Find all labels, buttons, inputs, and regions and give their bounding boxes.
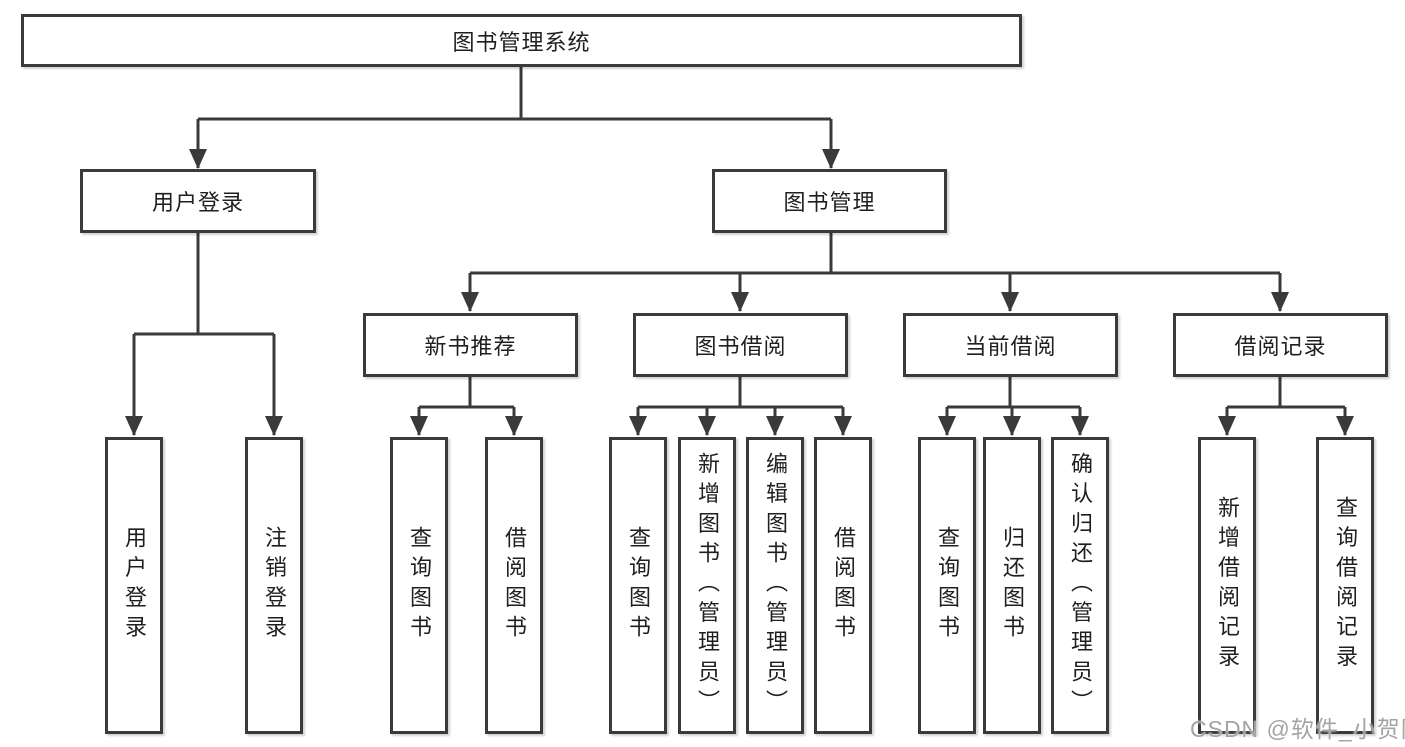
leaf-query-books-current: 查询图书 bbox=[918, 437, 976, 734]
node-book-borrow: 图书借阅 bbox=[633, 313, 848, 377]
node-user-login: 用户登录 bbox=[80, 169, 316, 233]
leaf-logout-login: 注销登录 bbox=[245, 437, 303, 734]
leaf-borrow-books-recommend: 借阅图书 bbox=[485, 437, 543, 734]
leaf-user-login: 用户登录 bbox=[105, 437, 163, 734]
leaf-query-books-borrow: 查询图书 bbox=[609, 437, 667, 734]
leaf-add-books-admin: 新增图书（管理员） bbox=[678, 437, 736, 734]
leaf-edit-books-admin: 编辑图书（管理员） bbox=[746, 437, 804, 734]
leaf-return-books: 归还图书 bbox=[983, 437, 1041, 734]
leaf-query-books-recommend: 查询图书 bbox=[390, 437, 448, 734]
node-current-borrow: 当前借阅 bbox=[903, 313, 1118, 377]
leaf-confirm-return-admin: 确认归还（管理员） bbox=[1051, 437, 1109, 734]
watermark-csdn: CSDN @软件_小贺同学 bbox=[1190, 716, 1405, 742]
node-borrow-records: 借阅记录 bbox=[1173, 313, 1388, 377]
leaf-query-borrow-record: 查询借阅记录 bbox=[1316, 437, 1374, 734]
leaf-add-borrow-record: 新增借阅记录 bbox=[1198, 437, 1256, 734]
node-book-management: 图书管理 bbox=[712, 169, 947, 233]
leaf-borrow-books: 借阅图书 bbox=[814, 437, 872, 734]
node-library-management-system: 图书管理系统 bbox=[21, 14, 1022, 67]
node-new-book-recommend: 新书推荐 bbox=[363, 313, 578, 377]
